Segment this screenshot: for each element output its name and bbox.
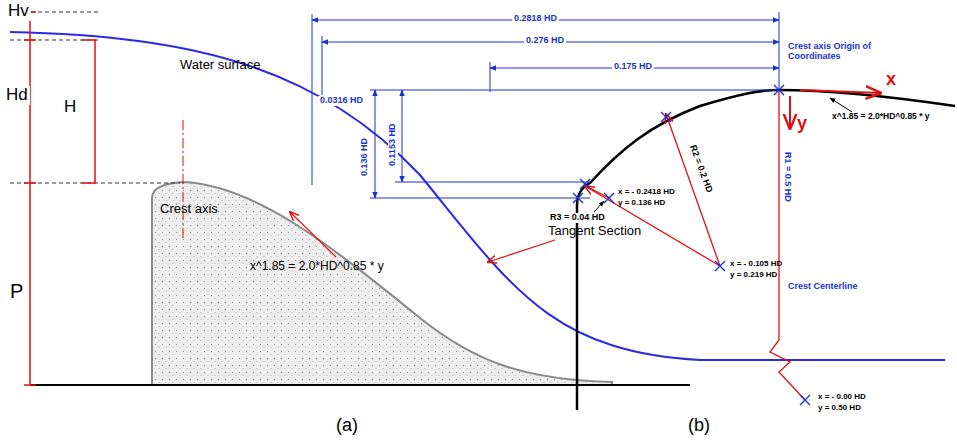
ground-line — [30, 384, 690, 386]
dimension-label: 0.136 HD — [360, 136, 370, 178]
dimension-label: 0.175 HD — [612, 62, 654, 72]
panel-label: (a) — [336, 416, 358, 436]
dimension-lines — [312, 12, 779, 198]
height-label: P — [8, 280, 25, 302]
part-label: Crest axis — [160, 202, 218, 216]
origin-label: Crest axis Origin of Coordinates — [788, 42, 878, 62]
coordinate-label: x = - 0.00 HD — [818, 393, 866, 402]
head-label: Hv — [6, 2, 31, 21]
tangent-leader — [488, 240, 555, 262]
dimension-label: 0.276 HD — [524, 36, 566, 46]
radius-lines — [585, 90, 805, 400]
equation-label: x^1.85 = 2.0*HD^0.85 * y — [832, 112, 930, 121]
radius-label: R2 = 0.2 HD — [687, 142, 715, 196]
x-axis-arrow — [800, 90, 880, 93]
coordinate-label: y = 0.219 HD — [730, 271, 777, 280]
equation-label: x^1.85 = 2.0*HD^0.85 * y — [250, 260, 384, 273]
dam-body — [152, 182, 612, 385]
head-label: H — [62, 98, 78, 117]
part-label: Tangent Section — [548, 224, 641, 238]
dimension-label: 0.2818 HD — [512, 14, 559, 24]
radius-label: R1 = 0.5 HD — [782, 150, 792, 204]
r3-leader — [594, 201, 604, 212]
crest-profile — [577, 90, 955, 410]
water-surface — [10, 32, 945, 360]
head-label: Hd — [4, 86, 30, 105]
axis-label: y — [797, 114, 807, 134]
panel-label: (b) — [688, 416, 710, 436]
point-markers — [573, 85, 810, 405]
dimension-label: 0.1153 HD — [388, 121, 398, 168]
dam-outline — [166, 192, 612, 386]
coordinate-label: y = 0.50 HD — [818, 404, 861, 413]
equation-leader — [290, 212, 336, 257]
radius-label: R3 = 0.04 HD — [548, 213, 607, 223]
dimension-label: 0.0316 HD — [318, 96, 365, 106]
coordinate-label: x = - 0.105 HD — [730, 260, 782, 269]
y-axis-arrow — [789, 96, 791, 128]
panel-b — [312, 12, 955, 410]
axis-label: x — [886, 70, 896, 90]
panel-a — [10, 12, 945, 386]
centerline-label: Crest Centerline — [786, 282, 860, 292]
coordinate-label: y = 0.136 HD — [618, 199, 665, 208]
coordinate-label: x = - 0.2418 HD — [618, 188, 675, 197]
dimension-brackets — [24, 12, 95, 385]
equation-leader — [830, 98, 852, 112]
part-label: Water surface — [180, 58, 260, 72]
crest-axis-line — [183, 120, 184, 240]
